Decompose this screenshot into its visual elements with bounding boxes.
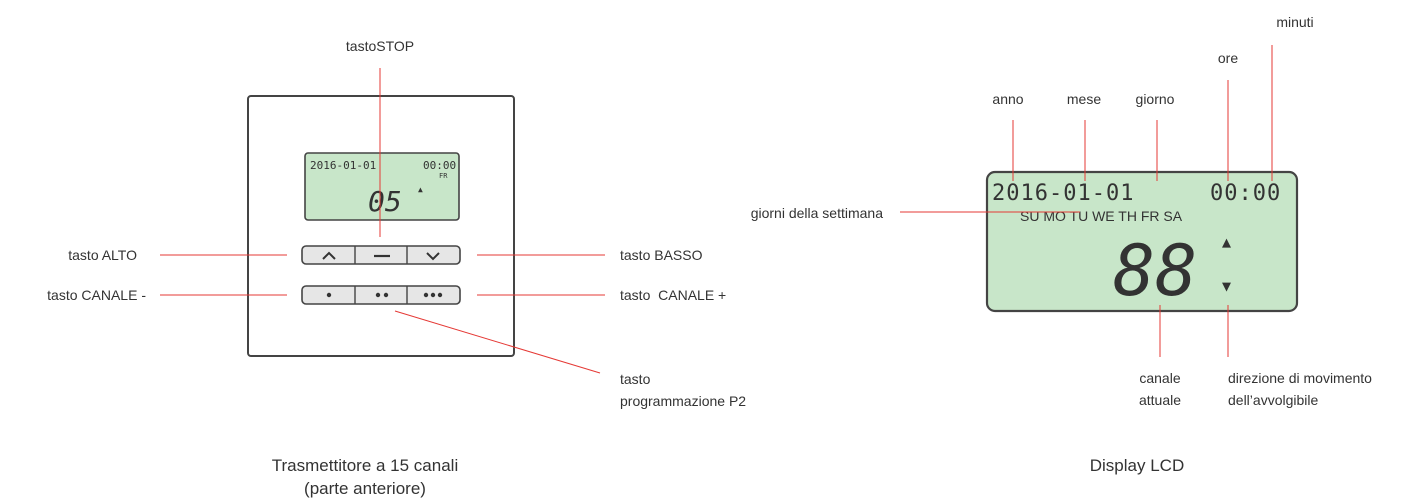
lcd-weekdays: SU MO TU WE TH FR SA [1020,208,1183,224]
transmitter-caption-line2: (parte anteriore) [304,479,426,498]
lcd-panel [985,170,1299,313]
channel-plus-dot-icon [437,292,443,298]
channel-minus-dot-icon[interactable] [326,292,332,298]
chevron-up-icon [322,251,336,260]
transmitter-lcd-arrow: ▲ [418,185,423,194]
hour-label: ore [1218,50,1238,66]
transmitter-lcd-time: 00:00 [423,159,456,172]
lcd-arrow-up: ▲ [1222,233,1231,251]
down-button-label: tasto BASSO [620,247,703,263]
weekdays-label: giorni della settimana [751,205,884,221]
lcd-date: 2016-01-01 [992,181,1134,206]
transmitter-lcd-channel: 05 [368,185,402,218]
lcd-caption: Display LCD [1090,456,1184,475]
channel-plus-dot-icon [430,292,436,298]
p2-button-label-line1: tasto [620,371,651,387]
transmitter-lcd-day: FR [439,172,448,180]
year-label: anno [992,91,1023,107]
p2-button-label-line2: programmazione P2 [620,393,746,409]
channel-plus-dot-icon[interactable] [423,292,429,298]
direction-label-line2: dell’avvolgibile [1228,392,1318,408]
lcd-time: 00:00 [1210,181,1281,206]
month-label: mese [1067,91,1101,107]
channel-minus-label: tasto CANALE - [47,287,146,303]
channel-button-row[interactable] [301,285,461,305]
stop-button-label: tastoSTOP [346,38,414,54]
channel-label-line1: canale [1139,370,1180,386]
day-label: giorno [1136,91,1175,107]
transmitter-lcd-date: 2016-01-01 [310,159,376,172]
transmitter-lcd [304,152,460,221]
transmitter-body [247,95,515,357]
channel-plus-label: tasto CANALE + [620,287,726,303]
transmitter-caption-line1: Trasmettitore a 15 canali [272,456,458,475]
minutes-label: minuti [1276,14,1313,30]
direction-label-line1: direzione di movimento [1228,370,1372,386]
lcd-channel: 88 [1113,230,1197,312]
lcd-arrow-down: ▼ [1222,277,1231,295]
up-button-label: tasto ALTO [68,247,137,263]
chevron-down-icon [426,252,440,261]
channel-label-line2: attuale [1139,392,1181,408]
leader-p2 [394,310,601,374]
p2-dot-icon [383,292,389,298]
lcd-figure: 2016-01-01 00:00 SU MO TU WE TH FR SA 88… [751,14,1372,475]
transmitter-figure: 2016-01-01 00:00 FR 05 ▲ tastoSTOP tasto… [47,38,746,498]
p2-dot-icon[interactable] [375,292,381,298]
